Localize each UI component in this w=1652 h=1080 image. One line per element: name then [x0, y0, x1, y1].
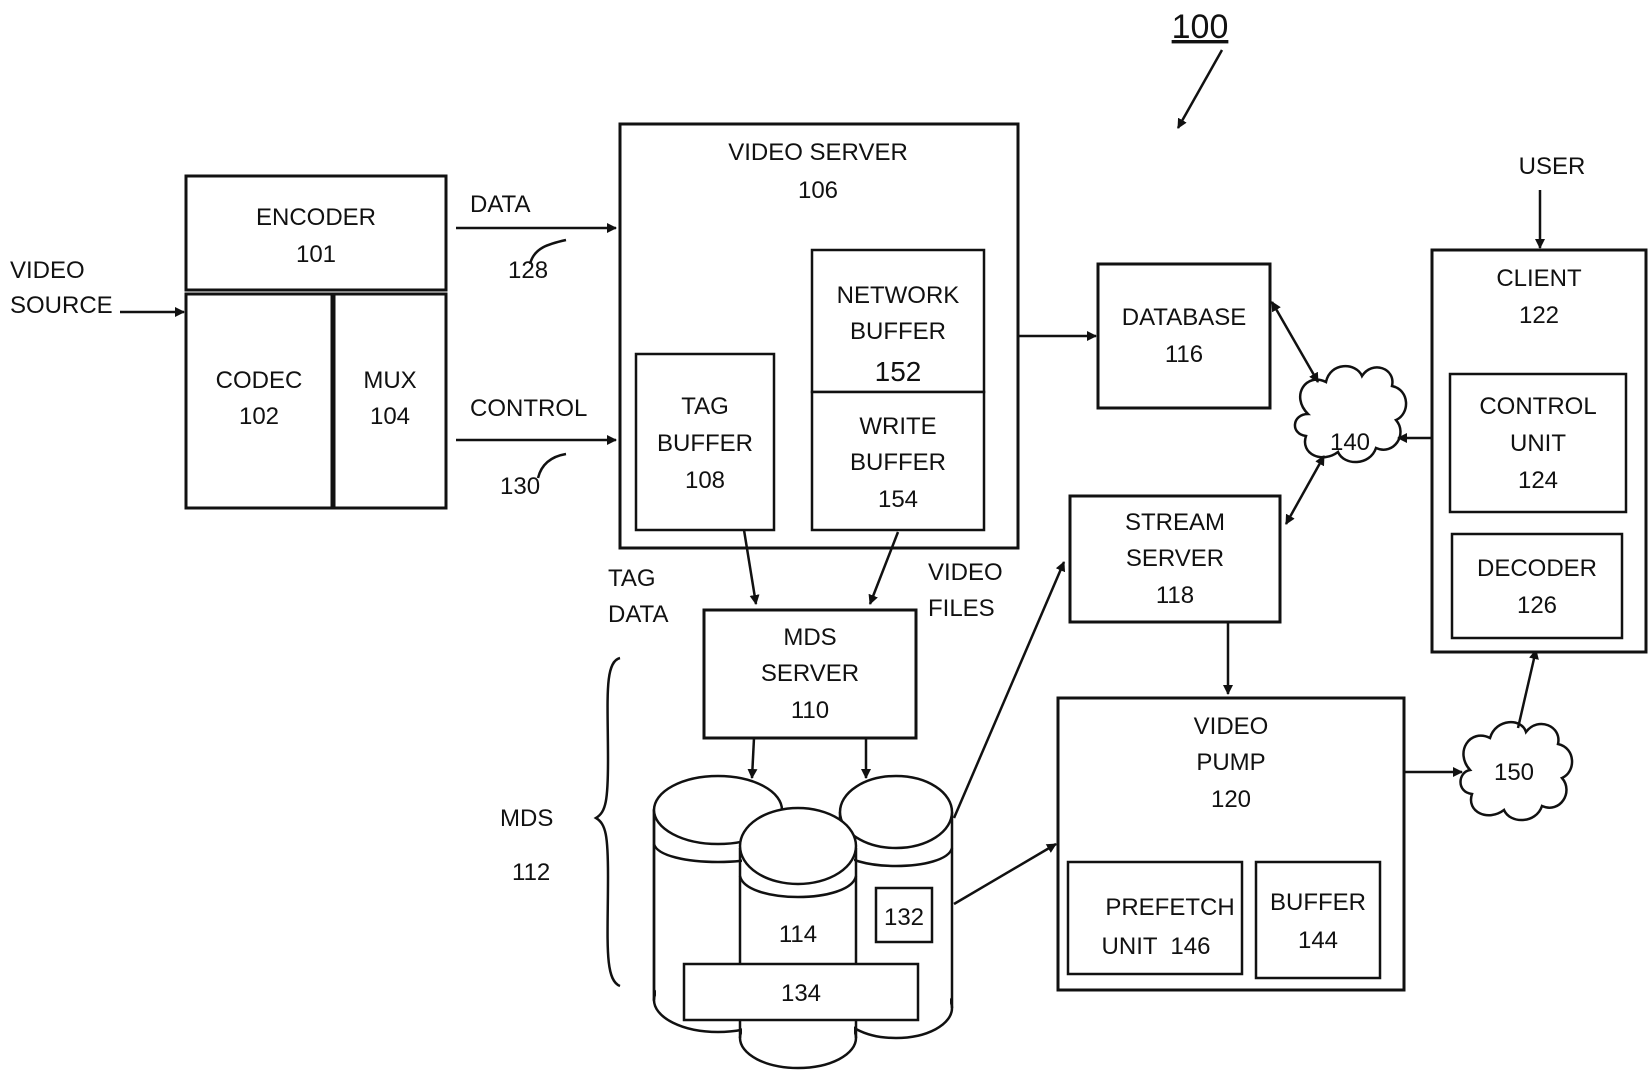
mds-server-ref: 110 [791, 697, 829, 724]
mds-server-block: MDS SERVER 110 [704, 610, 916, 738]
decoder-name: DECODER [1477, 555, 1597, 582]
prefetch-unit-line2: UNIT 146 [1102, 933, 1211, 960]
mux-ref: 104 [370, 403, 410, 430]
video-server-name: VIDEO SERVER [728, 139, 908, 166]
module-132-ref: 132 [884, 904, 924, 931]
mds-brace [596, 658, 620, 986]
tag-buffer-line1: TAG [681, 393, 729, 420]
database-cloud-arrow [1272, 302, 1318, 382]
tag-buffer-block: TAG BUFFER 108 [636, 354, 774, 530]
mds-server-line2: SERVER [761, 660, 859, 687]
figure-pointer-arrow [1178, 50, 1222, 128]
tag-buffer-line2: BUFFER [657, 430, 753, 457]
stream-server-block: STREAM SERVER 118 [1070, 496, 1280, 622]
network-buffer-line2: BUFFER [850, 318, 946, 345]
encoder-name: ENCODER [256, 204, 376, 231]
tag-data-label: TAG [608, 565, 656, 592]
mds-label: MDS [500, 805, 553, 832]
video-pump-line2: PUMP [1196, 749, 1265, 776]
control-label: CONTROL [470, 395, 587, 422]
database-ref: 116 [1165, 341, 1203, 368]
network-buffer-block: NETWORK BUFFER 152 [812, 250, 984, 392]
cloud-140-ref: 140 [1330, 429, 1370, 456]
codec-block: CODEC 102 [186, 294, 332, 508]
buffer-ref: 144 [1298, 927, 1338, 954]
decoder-block: DECODER 126 [1452, 534, 1622, 638]
cloud-150-ref: 150 [1494, 759, 1534, 786]
cloud-to-decoder-arrow [1518, 650, 1536, 728]
write-buffer-block: WRITE BUFFER 154 [812, 392, 984, 530]
mux-block: MUX 104 [334, 294, 446, 508]
encoder-block: ENCODER 101 [186, 176, 446, 290]
tag-buffer-ref: 108 [685, 467, 725, 494]
stream-server-line2: SERVER [1126, 545, 1224, 572]
control-unit-line2: UNIT [1510, 430, 1566, 457]
control-unit-ref: 124 [1518, 467, 1558, 494]
mds-server-line1: MDS [783, 624, 836, 651]
video-files-label-2: FILES [928, 595, 995, 622]
prefetch-unit-line1: PREFETCH [1105, 894, 1234, 921]
mux-name: MUX [363, 367, 416, 394]
video-server-ref: 106 [798, 177, 838, 204]
control-unit-line1: CONTROL [1479, 393, 1596, 420]
ref-130-leader [538, 454, 566, 478]
disk-114-ref: 114 [779, 921, 817, 948]
figure-number: 100 [1172, 8, 1229, 46]
mds-to-disk-arrow-left [752, 738, 754, 778]
bar-134-ref: 134 [781, 980, 821, 1007]
encoder-ref: 101 [296, 241, 336, 268]
disk-to-pump-arrow [954, 844, 1056, 904]
decoder-ref: 126 [1517, 592, 1557, 619]
ref-130: 130 [500, 473, 540, 500]
storage-disks: 114 132 134 [654, 776, 952, 1068]
client-name: CLIENT [1496, 265, 1582, 292]
write-buffer-line1: WRITE [859, 413, 936, 440]
user-label: USER [1519, 153, 1586, 180]
stream-server-line1: STREAM [1125, 509, 1225, 536]
buffer-block: BUFFER 144 [1256, 862, 1380, 978]
video-source-label: VIDEO [10, 257, 85, 284]
tag-data-label-2: DATA [608, 601, 668, 628]
control-unit-block: CONTROL UNIT 124 [1450, 374, 1626, 512]
ref-128: 128 [508, 257, 548, 284]
video-pump-line1: VIDEO [1194, 713, 1269, 740]
write-buffer-line2: BUFFER [850, 449, 946, 476]
write-buffer-ref: 154 [878, 486, 918, 513]
prefetch-unit-block: PREFETCH UNIT 146 [1068, 862, 1242, 974]
data-label: DATA [470, 191, 530, 218]
video-source-label-2: SOURCE [10, 292, 113, 319]
network-buffer-ref: 152 [875, 356, 922, 387]
ref-112: 112 [512, 859, 550, 886]
client-ref: 122 [1519, 302, 1559, 329]
codec-ref: 102 [239, 403, 279, 430]
network-buffer-line1: NETWORK [837, 282, 960, 309]
database-block: DATABASE 116 [1098, 264, 1270, 408]
video-pump-ref: 120 [1211, 786, 1251, 813]
stream-server-ref: 118 [1156, 582, 1194, 609]
cloud-stream-arrow [1286, 456, 1324, 524]
database-name: DATABASE [1122, 304, 1246, 331]
codec-name: CODEC [216, 367, 303, 394]
video-files-label: VIDEO [928, 559, 1003, 586]
buffer-name: BUFFER [1270, 889, 1366, 916]
